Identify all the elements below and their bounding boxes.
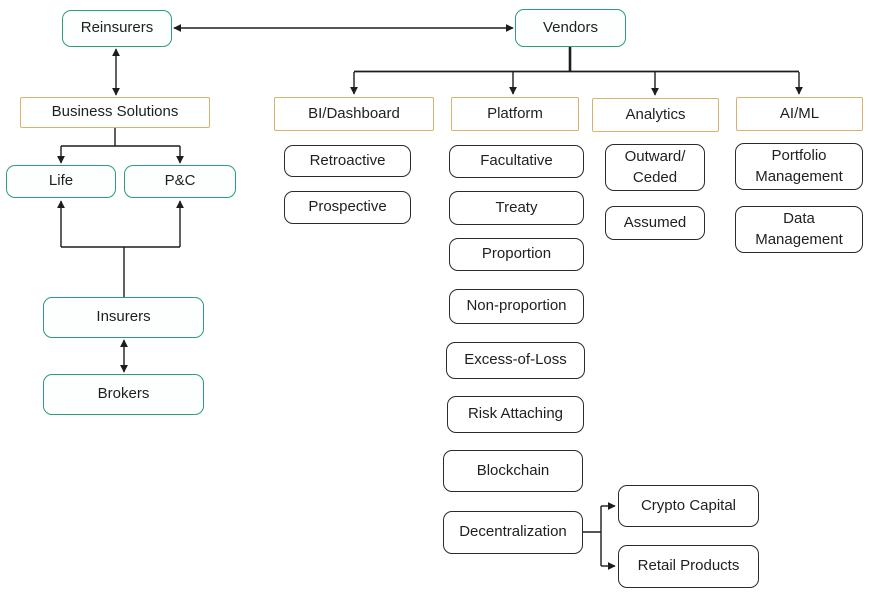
node-risk-attaching: Risk Attaching <box>447 396 584 433</box>
node-decentralization: Decentralization <box>443 511 583 554</box>
node-proportion: Proportion <box>449 238 584 271</box>
node-reinsurers: Reinsurers <box>62 10 172 47</box>
node-insurers: Insurers <box>43 297 204 338</box>
node-life: Life <box>6 165 116 198</box>
edge-decentralization-stem <box>583 506 602 566</box>
node-retail-products: Retail Products <box>618 545 759 588</box>
node-excess-of-loss: Excess-of-Loss <box>446 342 585 379</box>
node-non-proportion: Non-proportion <box>449 289 584 324</box>
node-assumed: Assumed <box>605 206 705 240</box>
node-ai-ml: AI/ML <box>736 97 863 131</box>
node-portfolio-management: Portfolio Management <box>735 143 863 190</box>
node-outward-ceded: Outward/ Ceded <box>605 144 705 191</box>
node-pc: P&C <box>124 165 236 198</box>
node-vendors: Vendors <box>515 9 626 47</box>
node-treaty: Treaty <box>449 191 584 225</box>
node-platform: Platform <box>451 97 579 131</box>
edge-business-solutions-stem <box>61 128 180 147</box>
node-business-solutions: Business Solutions <box>20 97 210 128</box>
node-crypto-capital: Crypto Capital <box>618 485 759 527</box>
node-retroactive: Retroactive <box>284 145 411 177</box>
node-analytics: Analytics <box>592 98 719 132</box>
node-brokers: Brokers <box>43 374 204 415</box>
node-data-management: Data Management <box>735 206 863 253</box>
node-facultative: Facultative <box>449 145 584 178</box>
node-bi-dashboard: BI/Dashboard <box>274 97 434 131</box>
node-blockchain: Blockchain <box>443 450 583 492</box>
edge-insurers-stem <box>61 246 180 297</box>
node-prospective: Prospective <box>284 191 411 224</box>
